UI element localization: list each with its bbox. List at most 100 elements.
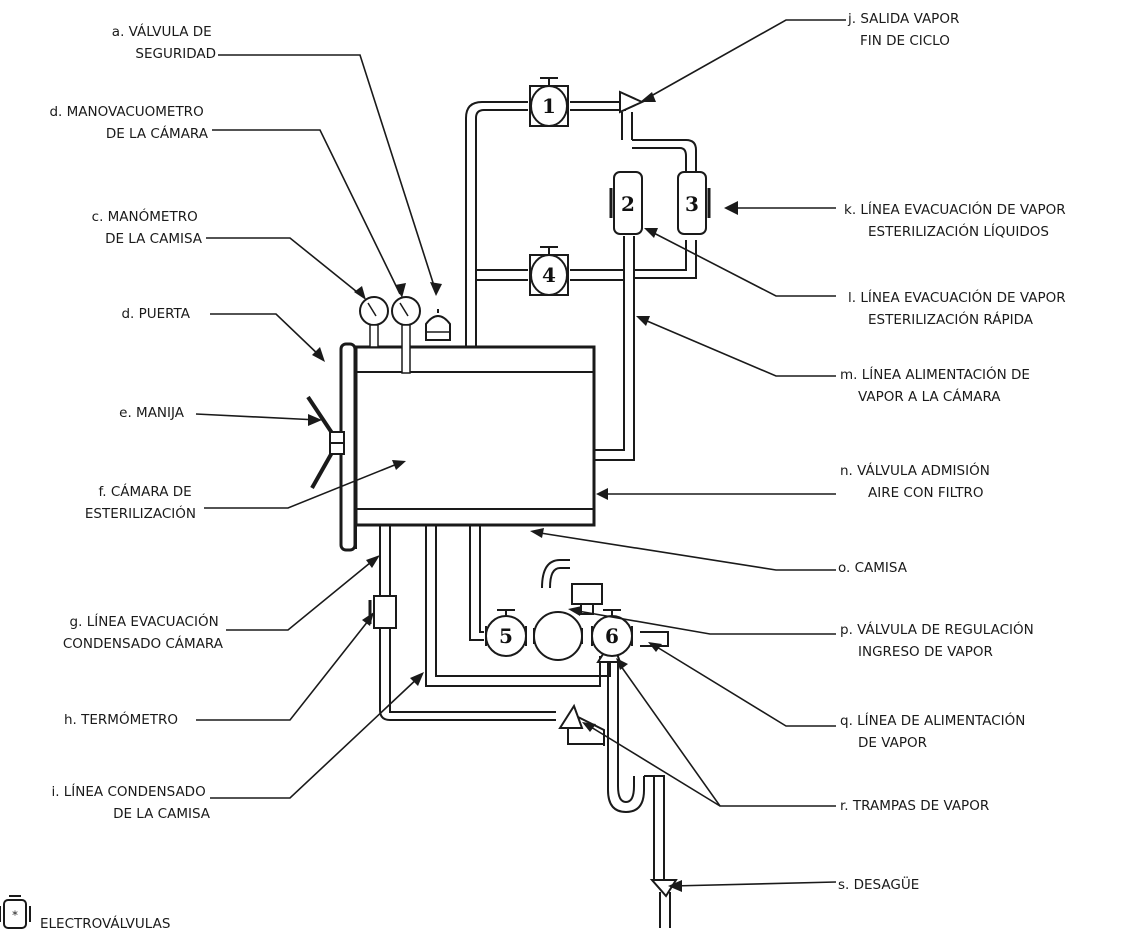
valve-1: 1 [529, 77, 569, 127]
valve-1-number: 1 [542, 94, 556, 118]
label-d-puerta-line1: d. PUERTA [121, 306, 190, 322]
leader-l [647, 229, 836, 297]
label-c-line2: DE LA CAMISA [105, 231, 203, 247]
label-c: c. MANÓMETRO DE LA CAMISA [92, 207, 203, 247]
valve-2-number: 2 [621, 192, 635, 216]
label-j: j. SALIDA VAPOR FIN DE CICLO [847, 11, 964, 49]
legend: * ELECTROVÁLVULAS [0, 895, 170, 932]
label-s-line1: s. DESAGÜE [838, 875, 919, 893]
gauges-on-top [359, 296, 451, 374]
arrowhead-k [724, 201, 738, 215]
handle-icon [306, 395, 345, 489]
label-g-line2: CONDENSADO CÁMARA [63, 635, 224, 652]
arrowhead-q [648, 642, 662, 652]
leader-h [196, 615, 373, 721]
label-g-line1: g. LÍNEA EVACUACIÓN [70, 612, 219, 630]
label-c-line1: c. MANÓMETRO [92, 207, 198, 225]
valve-5: 5 [485, 609, 527, 657]
valve-6: 6 [591, 609, 633, 657]
drain-outlet-icon [649, 879, 678, 898]
thermometer-icon [368, 595, 397, 629]
arrowhead-m [636, 316, 650, 326]
arrowhead-f [392, 460, 406, 470]
label-q: q. LÍNEA DE ALIMENTACIÓN DE VAPOR [840, 711, 1030, 751]
label-e: e. MANIJA [119, 405, 185, 421]
solenoid-valve-icon: * [0, 895, 31, 929]
arrowhead-j [640, 92, 656, 102]
label-g: g. LÍNEA EVACUACIÓN CONDENSADO CÁMARA [63, 612, 224, 652]
valve-4-number: 4 [542, 263, 556, 287]
jacket-pressure-gauge-icon [359, 296, 389, 348]
svg-text:*: * [12, 909, 18, 922]
regulating-valve-icon [533, 611, 583, 661]
label-a-line1: a. VÁLVULA DE [112, 23, 212, 40]
label-l-line2: ESTERILIZACIÓN RÁPIDA [868, 310, 1034, 328]
arrowhead-s [668, 880, 682, 892]
label-a-line2: SEGURIDAD [135, 46, 216, 62]
safety-valve-icon [425, 309, 451, 341]
label-k-line1: k. LÍNEA EVACUACIÓN DE VAPOR [844, 200, 1066, 218]
arrowhead-r-1 [616, 658, 628, 670]
arrowhead-c [354, 286, 366, 300]
leader-d-manovacuometro [212, 129, 401, 295]
legend-label: ELECTROVÁLVULAS [40, 915, 170, 932]
label-m-line2: VAPOR A LA CÁMARA [858, 388, 1001, 405]
leader-e [195, 413, 319, 421]
arrowhead-h [362, 612, 374, 626]
leader-d-puerta [210, 313, 323, 359]
leader-j [643, 19, 846, 101]
leader-r-2 [585, 723, 721, 807]
arrow-heads [308, 92, 738, 892]
leader-s [671, 881, 837, 887]
valve-2: 2 [609, 171, 643, 235]
valve-4: 4 [529, 246, 569, 296]
leader-p [571, 609, 836, 635]
leader-r-1 [617, 661, 836, 807]
leader-c [206, 237, 363, 297]
leader-lines-left [195, 54, 437, 799]
arrowhead-d-mano [395, 283, 406, 298]
label-d-puerta: d. PUERTA [121, 306, 190, 322]
label-i-line2: DE LA CAMISA [113, 806, 211, 822]
label-k-line2: ESTERILIZACIÓN LÍQUIDOS [868, 222, 1049, 240]
leader-o [533, 531, 836, 571]
label-f: f. CÁMARA DE ESTERILIZACIÓN [85, 483, 196, 522]
label-o-line1: o. CAMISA [838, 560, 908, 576]
label-p-line1: p. VÁLVULA DE REGULACIÓN [840, 620, 1034, 638]
leader-g [226, 557, 377, 631]
leader-q [651, 643, 836, 727]
label-d-mano-line1: d. MANOVACUOMETRO [49, 104, 203, 120]
arrowhead-l [644, 228, 658, 238]
label-p-line2: INGRESO DE VAPOR [858, 644, 993, 660]
label-n-line2: AIRE CON FILTRO [868, 485, 984, 501]
label-q-line2: DE VAPOR [858, 735, 927, 751]
label-m-line1: m. LÍNEA ALIMENTACIÓN DE [840, 365, 1030, 383]
label-d-manovacuometro: d. MANOVACUOMETRO DE LA CÁMARA [49, 104, 208, 142]
arrowhead-g [366, 555, 380, 568]
valve-6-number: 6 [605, 624, 619, 648]
label-i-line1: i. LÍNEA CONDENSADO [51, 783, 205, 800]
label-f-line1: f. CÁMARA DE [99, 483, 192, 500]
arrowhead-i [410, 672, 424, 686]
label-k: k. LÍNEA EVACUACIÓN DE VAPOR ESTERILIZAC… [844, 200, 1070, 240]
label-e-line1: e. MANIJA [119, 405, 185, 421]
label-q-line1: q. LÍNEA DE ALIMENTACIÓN [840, 711, 1025, 729]
label-p: p. VÁLVULA DE REGULACIÓN INGRESO DE VAPO… [840, 620, 1038, 660]
label-d-mano-line2: DE LA CÁMARA [106, 125, 209, 142]
label-f-line2: ESTERILIZACIÓN [85, 504, 196, 522]
label-j-line1: j. SALIDA VAPOR [847, 11, 959, 27]
arrowhead-a [430, 282, 442, 296]
steam-trap-lower-icon [558, 703, 584, 729]
arrowhead-e [308, 414, 322, 426]
label-n-line1: n. VÁLVULA ADMISIÓN [840, 461, 990, 479]
label-n: n. VÁLVULA ADMISIÓN AIRE CON FILTRO [840, 461, 994, 501]
leader-i [210, 675, 421, 799]
valve-3-number: 3 [685, 192, 699, 216]
label-l: l. LÍNEA EVACUACIÓN DE VAPOR ESTERILIZAC… [848, 288, 1070, 328]
valve-3: 3 [677, 171, 711, 235]
label-group-right: j. SALIDA VAPOR FIN DE CICLO k. LÍNEA EV… [838, 11, 1070, 893]
chamber-body [354, 345, 596, 527]
arrowhead-p [568, 606, 582, 616]
label-h-line1: h. TERMÓMETRO [64, 710, 178, 728]
